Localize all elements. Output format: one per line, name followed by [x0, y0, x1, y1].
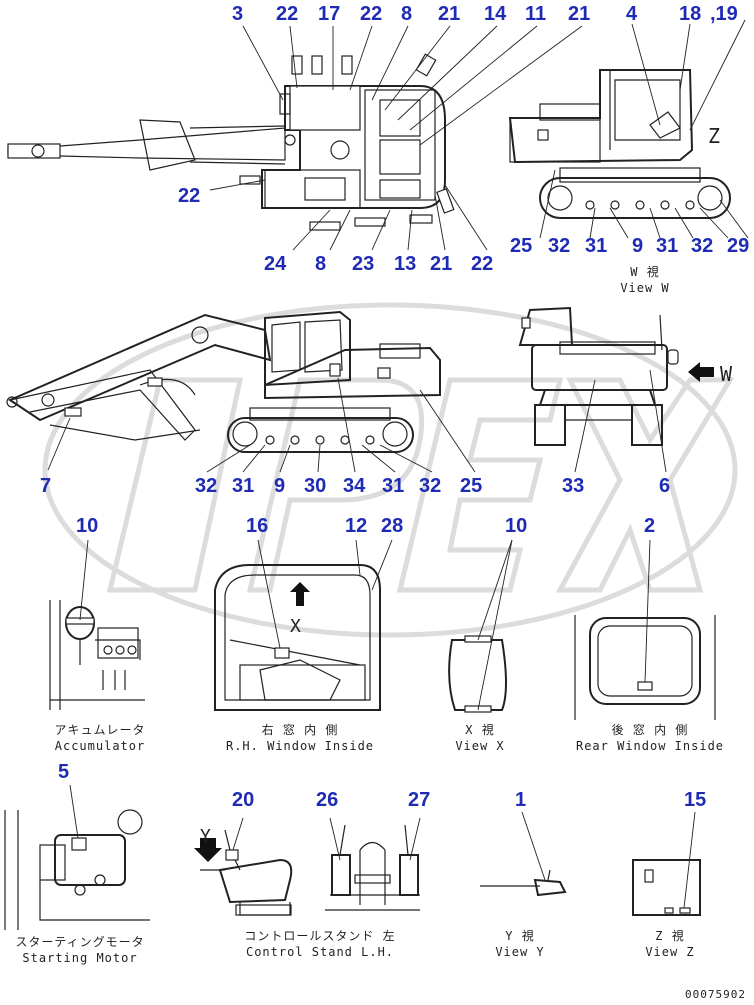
callout-25: 25	[460, 475, 483, 497]
view-z-leader	[683, 811, 696, 909]
callout-32: 32	[195, 475, 218, 497]
rear-window-leader	[644, 539, 651, 683]
callout-18: 18	[679, 3, 702, 25]
callout-9: 9	[632, 235, 644, 257]
callout-21: 21	[430, 253, 453, 275]
rear-view-leaders	[574, 369, 667, 473]
callout-34: 34	[343, 475, 366, 497]
rear-window-drawing	[574, 615, 716, 720]
rh-window-drawing	[214, 564, 381, 711]
callout-19: ,19	[710, 3, 738, 25]
view-y-marker: Y	[200, 826, 211, 847]
callout-31: 31	[232, 475, 255, 497]
callout-5: 5	[58, 761, 70, 783]
callout-23: 23	[352, 253, 375, 275]
callout-15: 15	[684, 789, 707, 811]
callout-28: 28	[381, 515, 404, 537]
callout-32: 32	[691, 235, 714, 257]
top-view-leaders	[209, 25, 583, 251]
view-x-leaders	[477, 539, 513, 711]
callout-13: 13	[394, 253, 417, 275]
callout-12: 12	[345, 515, 368, 537]
callout-21: 21	[438, 3, 461, 25]
accumulator-leader	[79, 539, 89, 621]
callout-8: 8	[401, 3, 413, 25]
control-stand-seat-leader	[232, 817, 244, 851]
top-view-machine	[7, 53, 455, 231]
callout-21: 21	[568, 3, 591, 25]
callout-1: 1	[515, 789, 527, 811]
callout-10: 10	[76, 515, 99, 537]
callout-31: 31	[585, 235, 608, 257]
main-side-leaders	[47, 377, 476, 473]
callout-7: 7	[40, 475, 52, 497]
callout-20: 20	[232, 789, 255, 811]
view-w-marker: W	[720, 362, 733, 386]
callout-9: 9	[274, 475, 286, 497]
callout-32: 32	[548, 235, 571, 257]
callout-10: 10	[505, 515, 528, 537]
drawing-code: 00075902	[685, 988, 746, 1001]
callout-32: 32	[419, 475, 442, 497]
callout-16: 16	[246, 515, 269, 537]
view-z-marker: Z	[708, 124, 721, 148]
upper-side-view	[508, 69, 731, 219]
view-x-drawing	[448, 635, 507, 713]
callout-30: 30	[304, 475, 327, 497]
rear-view-w	[518, 306, 714, 446]
rh-window-leaders	[257, 539, 393, 649]
view-y-drawing	[480, 869, 567, 897]
callout-2: 2	[644, 515, 656, 537]
callout-29: 29	[727, 235, 750, 257]
callout-17: 17	[318, 3, 341, 25]
callout-22: 22	[276, 3, 299, 25]
accumulator-drawing	[49, 600, 145, 710]
control-stand-front-drawing	[325, 824, 420, 911]
view-x-marker: X	[290, 616, 301, 637]
callout-25: 25	[510, 235, 533, 257]
view-y-leader	[521, 811, 546, 881]
callout-31: 31	[382, 475, 405, 497]
callout-27: 27	[408, 789, 431, 811]
callout-4: 4	[626, 3, 638, 25]
callout-3: 3	[232, 3, 244, 25]
callout-6: 6	[659, 475, 671, 497]
callout-31: 31	[656, 235, 679, 257]
control-stand-seat-drawing	[194, 829, 293, 916]
callout-33: 33	[562, 475, 585, 497]
callout-22: 22	[178, 185, 201, 207]
view-z-drawing	[632, 859, 701, 916]
starting-motor-drawing	[4, 809, 150, 930]
callout-24: 24	[264, 253, 287, 275]
starting-motor-leader	[69, 784, 79, 839]
callout-11: 11	[525, 3, 547, 25]
callout-22: 22	[471, 253, 494, 275]
main-side-view	[6, 310, 441, 453]
callout-14: 14	[484, 3, 507, 25]
upper-side-leaders	[539, 19, 749, 239]
callout-22: 22	[360, 3, 383, 25]
callout-8: 8	[315, 253, 327, 275]
control-stand-front-leaders	[329, 817, 421, 861]
callout-26: 26	[316, 789, 339, 811]
watermark	[42, 302, 738, 638]
